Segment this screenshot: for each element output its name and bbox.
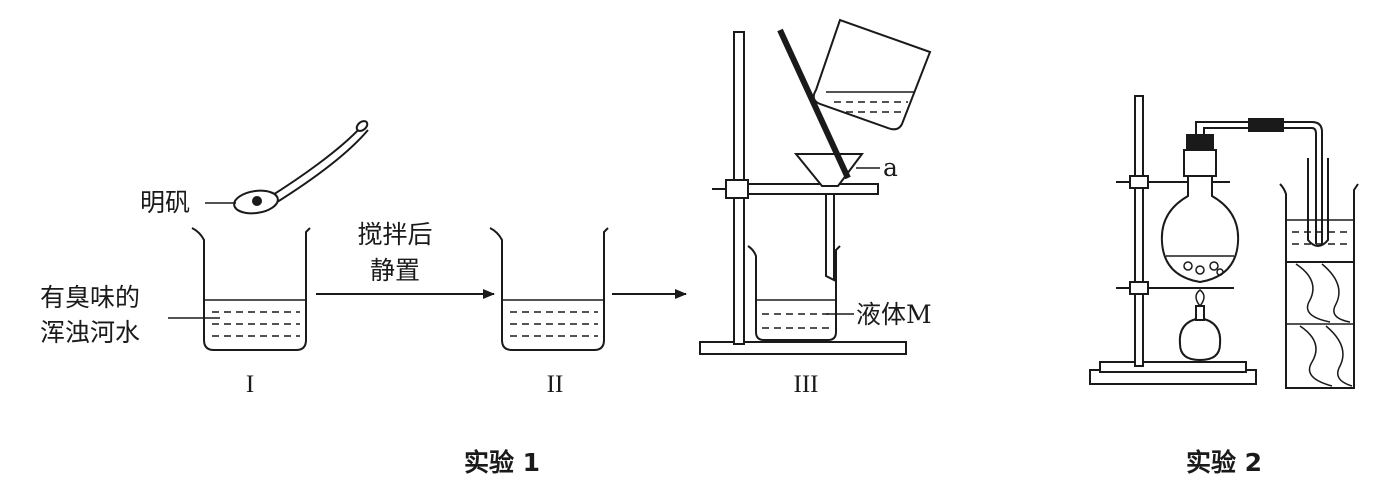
liquid-m-label: 液体M [856, 300, 932, 329]
beaker-2 [489, 227, 609, 351]
filtration-apparatus [699, 18, 932, 355]
alum-crystal [252, 196, 262, 206]
caption-experiment-2: 实验 2 [1186, 448, 1262, 477]
stir-label-line1: 搅拌后 [357, 220, 432, 249]
river-water-label-line2: 浑浊河水 [40, 318, 140, 347]
distillation-apparatus [1089, 95, 1359, 389]
caption-experiment-1: 实验 1 [464, 448, 540, 477]
point-a-label: a [883, 153, 898, 182]
alum-label: 明矾 [140, 188, 190, 217]
beaker-1-numeral: I [246, 371, 254, 398]
beaker-3-numeral: III [794, 371, 819, 398]
beaker-2-numeral: II [547, 371, 564, 398]
river-water-label-line1: 有臭味的 [40, 283, 140, 312]
spoon-with-alum [233, 120, 369, 215]
beaker-1 [191, 227, 311, 351]
stir-label-line2: 静置 [370, 256, 420, 285]
